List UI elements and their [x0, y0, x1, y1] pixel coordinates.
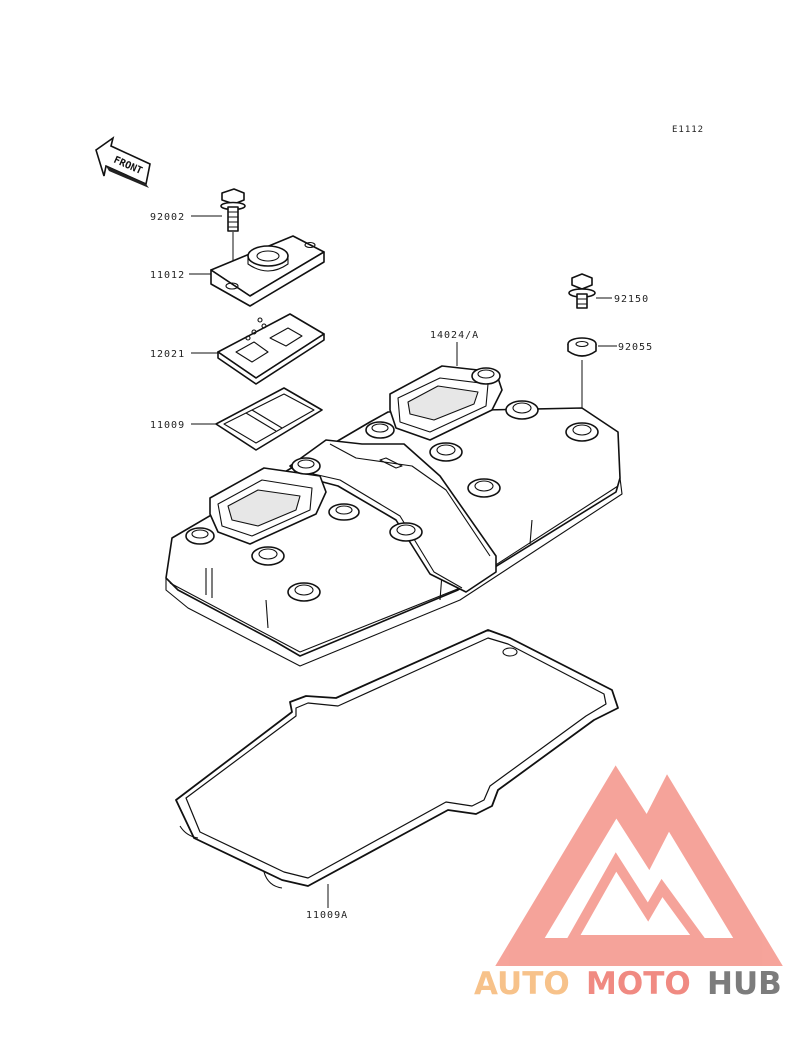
reed-plate-12021 [217, 313, 325, 385]
callout-12021: 12021 [150, 349, 185, 360]
watermark-logo-icon [495, 765, 783, 966]
front-arrow-icon: FRONT [95, 136, 151, 188]
large-gasket-11009a [175, 629, 619, 889]
watermark-text-auto: AUTO [474, 966, 570, 1002]
diagram-code: E1112 [672, 125, 704, 135]
bolt-92150 [568, 273, 596, 309]
small-gasket-11009 [215, 387, 323, 451]
breather-cover-11012 [210, 235, 325, 307]
callout-14024a: 14024/A [430, 330, 479, 341]
watermark-text-hub: HUB [707, 966, 782, 1002]
callout-92055: 92055 [618, 342, 653, 353]
bolt-92002 [220, 188, 246, 232]
watermark-text: AUTO MOTO HUB [474, 966, 782, 1002]
washer-92055 [567, 337, 597, 357]
callout-11009a: 11009A [306, 910, 348, 921]
cylinder-head-cover-14024a [165, 365, 623, 667]
callout-11012: 11012 [150, 270, 185, 281]
callout-11009: 11009 [150, 420, 185, 431]
callout-92150: 92150 [614, 294, 649, 305]
watermark-text-moto: MOTO [586, 966, 691, 1002]
callout-92002: 92002 [150, 212, 185, 223]
